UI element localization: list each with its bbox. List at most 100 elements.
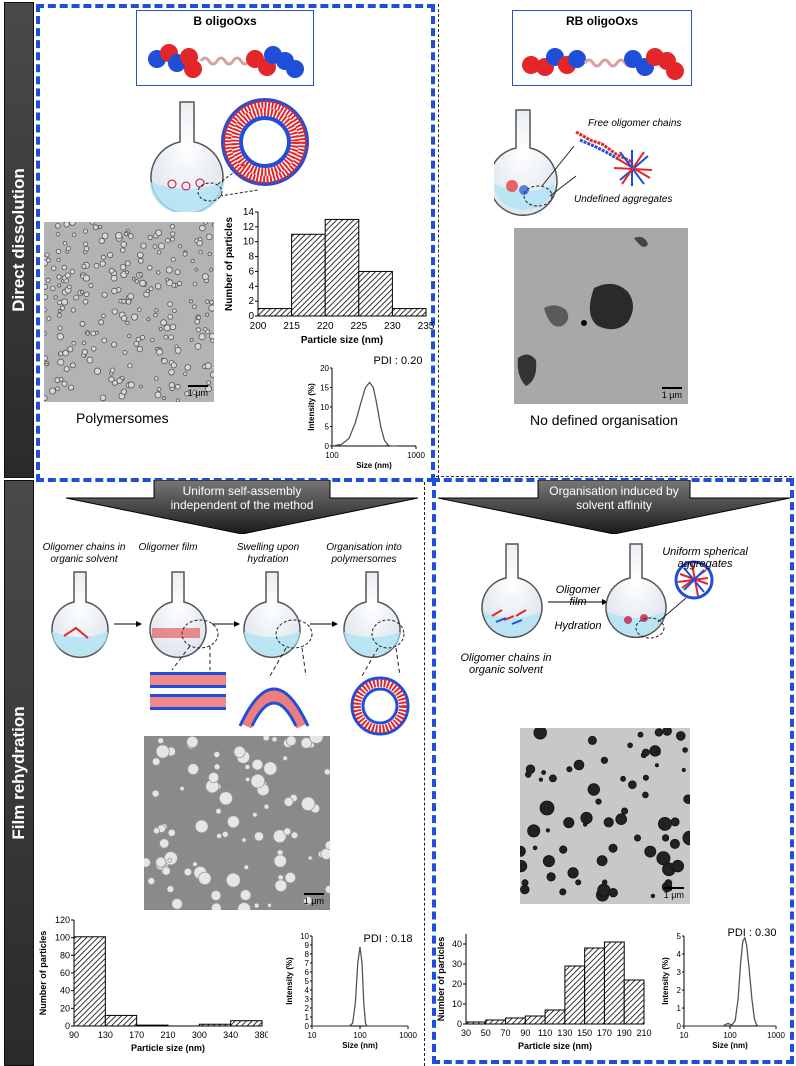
particle [533, 728, 547, 740]
particle [57, 300, 63, 306]
particle [183, 371, 188, 376]
no-defined-organisation-label: No defined organisation [530, 412, 678, 428]
particle [307, 855, 313, 861]
particle [154, 391, 162, 399]
particle [196, 239, 203, 247]
particle [98, 319, 104, 326]
particle [169, 224, 175, 229]
divider-top [438, 4, 439, 478]
x-tick-label: 50 [481, 1028, 491, 1038]
particle [137, 307, 142, 312]
particle [575, 879, 582, 886]
particle [587, 735, 597, 745]
rb-film-rehydration-illustration [481, 543, 714, 639]
particle [98, 237, 105, 244]
x-tick-label: 30 [461, 1028, 471, 1038]
y-tick-label: 14 [243, 207, 255, 218]
particle [527, 824, 541, 838]
x-tick-label: 110 [538, 1028, 552, 1038]
y-tick-label: 15 [320, 384, 329, 393]
particle [253, 902, 260, 909]
rb-hydration-label: Hydration [554, 620, 602, 632]
particle [559, 845, 568, 854]
step-label-solvent: Oligomer chains in organic solvent [42, 542, 126, 565]
particle [215, 807, 222, 815]
particle [525, 764, 536, 774]
particle [559, 888, 567, 896]
particle [45, 277, 51, 283]
particle [137, 257, 144, 264]
particle [46, 257, 51, 263]
x-axis-label: Particle size (nm) [518, 1041, 592, 1051]
particle [582, 822, 588, 827]
particle [101, 254, 107, 260]
tem-background [520, 728, 690, 904]
particle [184, 364, 192, 371]
y-axis-label: Intensity (%) [307, 383, 316, 431]
y-axis-label: Number of particles [38, 931, 48, 1016]
particle [263, 803, 270, 810]
particle [620, 775, 626, 782]
particle [85, 331, 90, 336]
y-tick-label: 5 [677, 932, 682, 941]
particle [165, 266, 173, 274]
particle [67, 346, 74, 353]
particle [241, 837, 247, 843]
y-tick-label: 100 [55, 933, 70, 943]
particle [669, 838, 680, 849]
particle [538, 777, 543, 782]
y-tick-label: 20 [320, 364, 329, 373]
particle [147, 265, 153, 271]
pdi-annotation: PDI : 0.18 [364, 933, 413, 945]
y-axis-label: Intensity (%) [285, 957, 294, 1005]
particle [125, 299, 132, 305]
divider-horizontal [436, 476, 792, 477]
particle [146, 317, 151, 322]
particle [205, 299, 210, 304]
tem-image-direct-b: 1 μm [44, 222, 214, 402]
particle [208, 304, 214, 312]
x-tick-label: 300 [192, 1030, 207, 1040]
particle [520, 860, 528, 873]
particle [179, 785, 185, 792]
particle [252, 812, 258, 818]
particle [57, 325, 63, 331]
particle [162, 396, 166, 401]
particle [44, 307, 47, 313]
particle [150, 337, 155, 343]
particle [46, 316, 52, 321]
particle [676, 731, 686, 741]
particle [581, 320, 587, 326]
particle [134, 279, 140, 284]
particle [634, 834, 642, 842]
particle [120, 241, 127, 248]
particle [83, 241, 89, 247]
particle [152, 244, 158, 249]
particle [254, 831, 265, 842]
particle [237, 902, 251, 910]
particle [204, 362, 212, 370]
particle [110, 367, 116, 373]
y-tick-label: 1 [305, 1013, 310, 1022]
particle [101, 291, 108, 298]
particle [55, 248, 62, 255]
arrow-left-text: Uniform self-assembly independent of the… [170, 484, 314, 512]
particle [681, 768, 686, 773]
rb-film-label: Oligomer film [555, 584, 601, 608]
arrow-right-text: Organisation induced by solvent affinity [549, 484, 679, 512]
particle [188, 299, 193, 304]
x-tick-label: 220 [317, 321, 334, 332]
x-tick-label: 190 [617, 1028, 632, 1038]
flask-icon [605, 543, 667, 639]
series-line [684, 936, 776, 1027]
particle [99, 260, 106, 267]
particle [175, 398, 180, 402]
x-tick-label: 1000 [407, 451, 425, 460]
bar [524, 1015, 546, 1025]
particle [642, 791, 649, 799]
particle [587, 783, 601, 796]
particle [65, 245, 71, 251]
x-tick-label: 90 [69, 1030, 79, 1040]
y-tick-label: 2 [248, 296, 254, 307]
